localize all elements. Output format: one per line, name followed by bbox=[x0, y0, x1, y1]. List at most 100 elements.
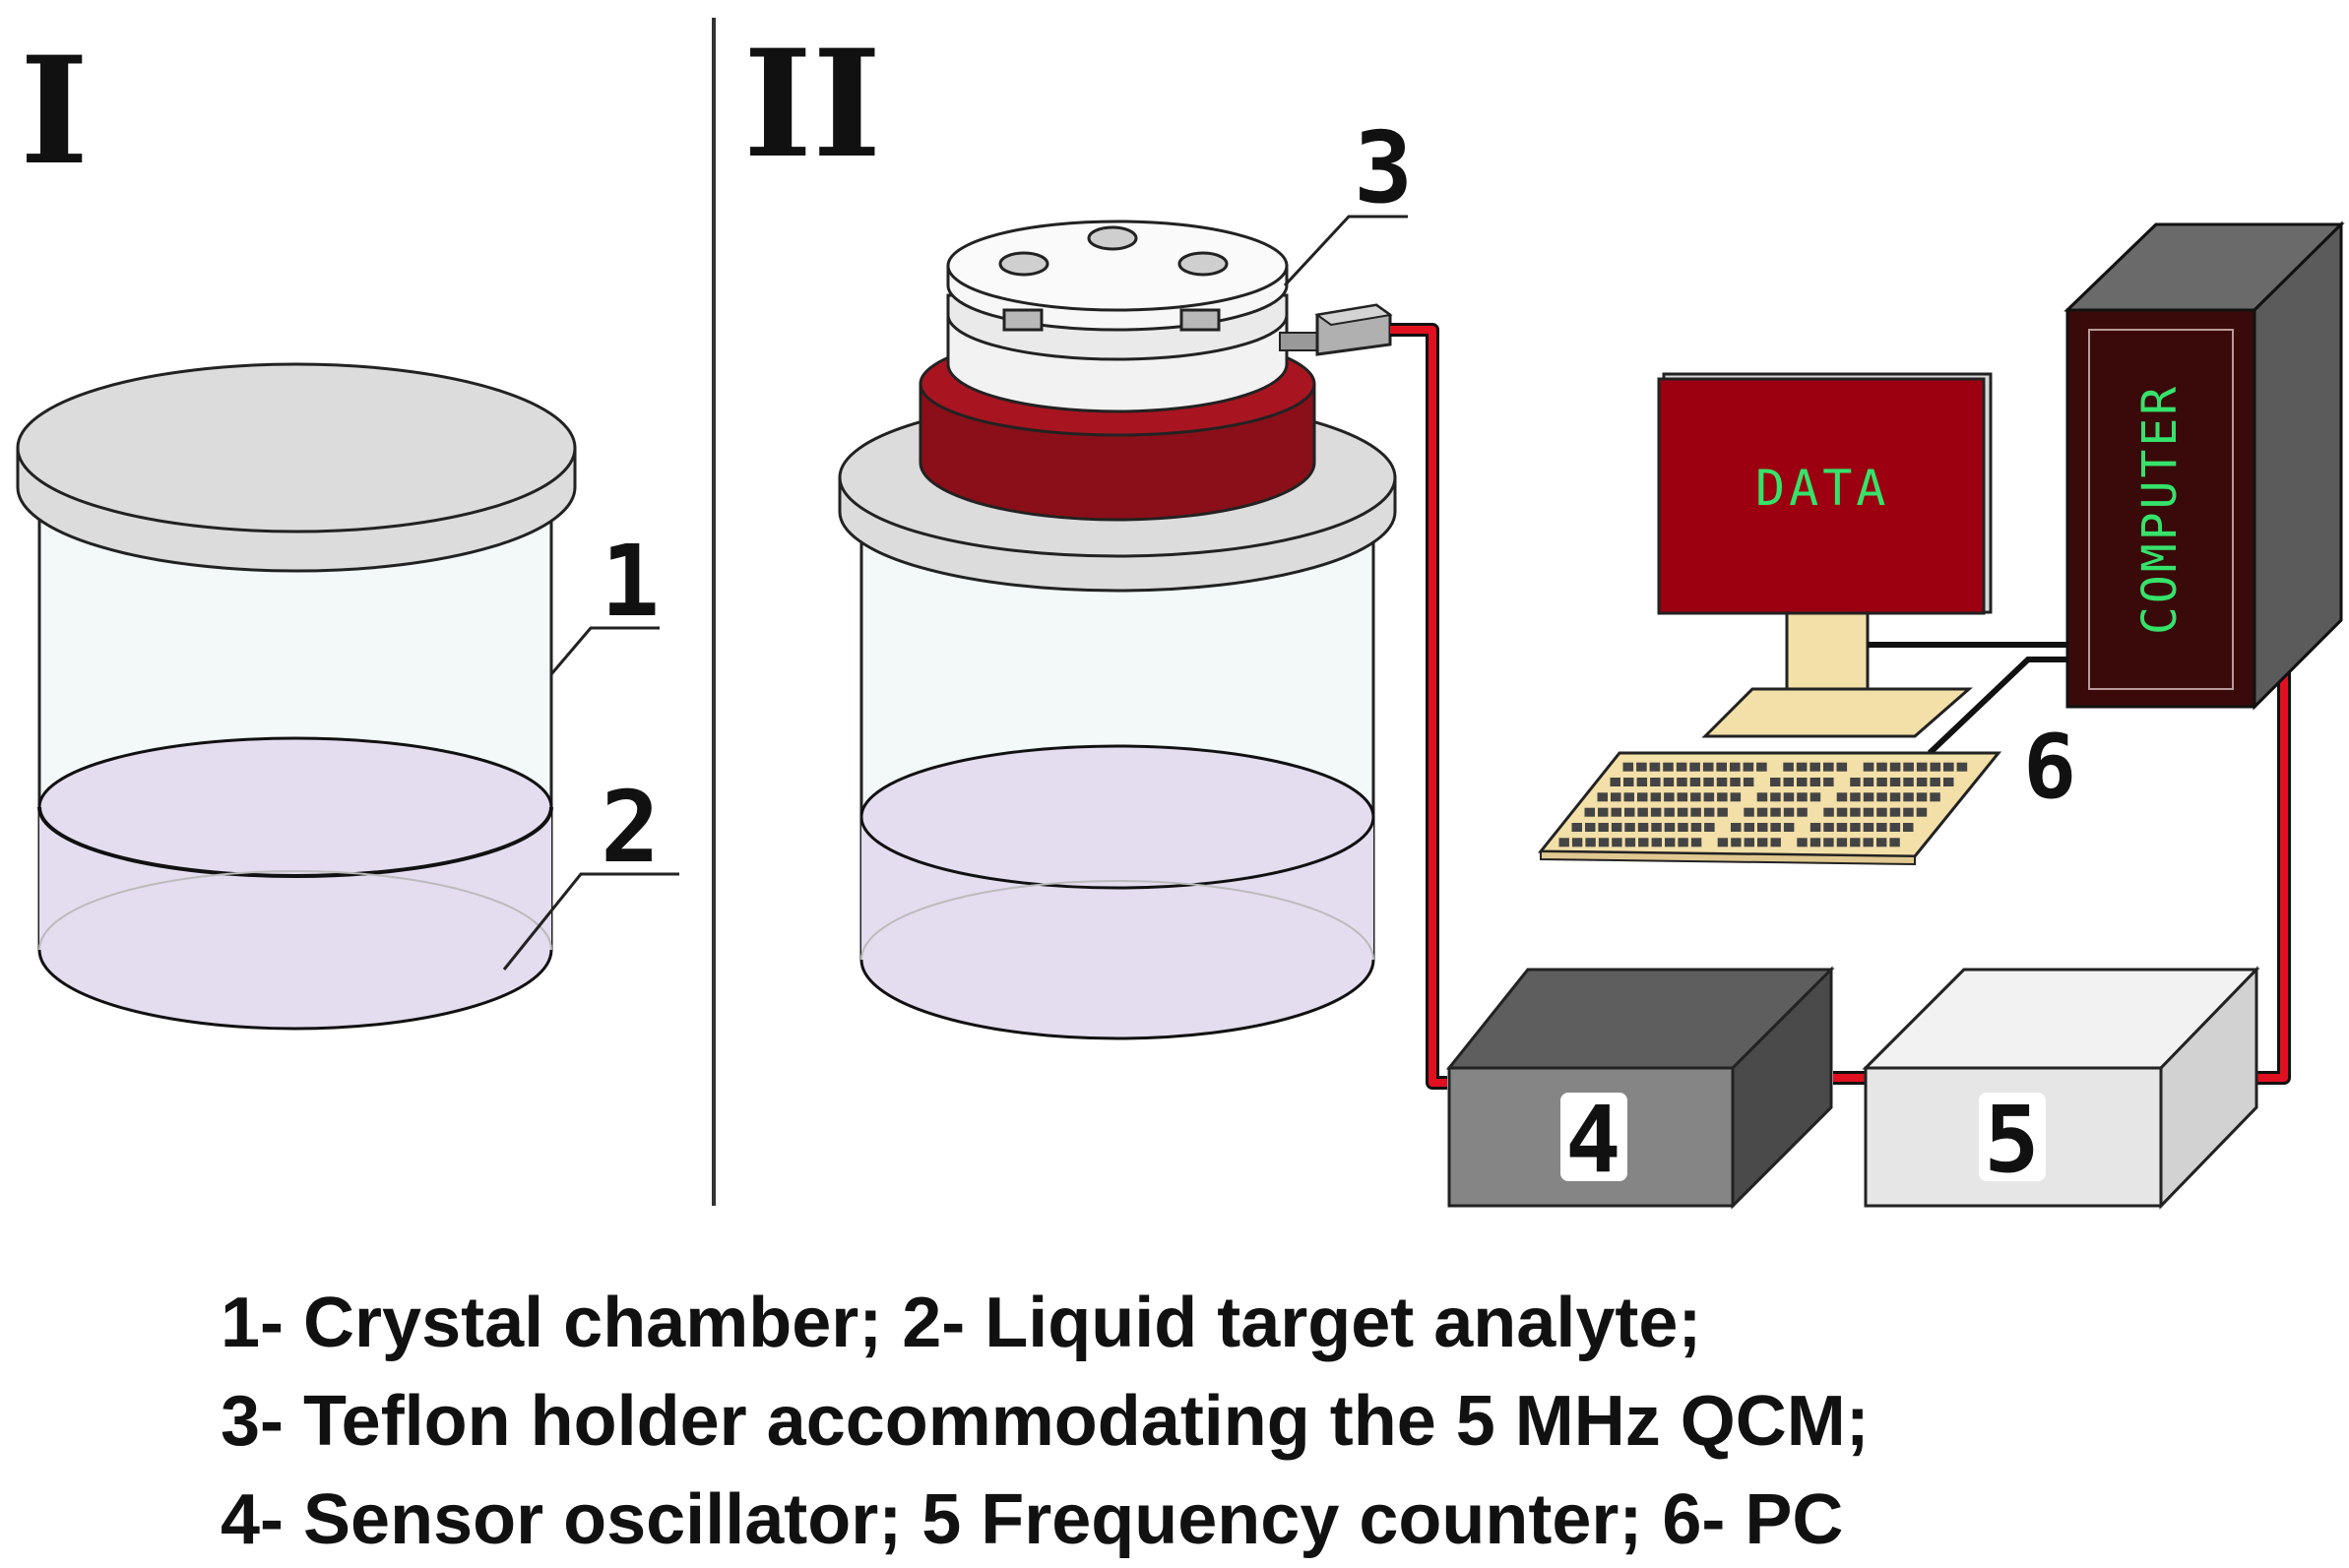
keyboard-key bbox=[1624, 807, 1635, 817]
keyboard-key bbox=[1610, 778, 1620, 786]
lid-left bbox=[16, 362, 577, 573]
keyboard-key bbox=[1690, 792, 1701, 802]
panel-label-ii: II bbox=[743, 18, 881, 191]
keyboard-key bbox=[1876, 778, 1887, 786]
keyboard-key bbox=[1744, 807, 1754, 817]
keyboard-key bbox=[1744, 823, 1754, 832]
keyboard-key bbox=[1836, 762, 1848, 772]
monitor bbox=[1657, 372, 1993, 738]
keyboard-key bbox=[1743, 762, 1754, 772]
caption-line-3: 4- Sensor oscillator; 5 Frequency counte… bbox=[221, 1480, 1844, 1559]
keyboard-key bbox=[1916, 792, 1928, 802]
keyboard-key bbox=[1677, 778, 1687, 786]
keyboard-key bbox=[1863, 778, 1874, 786]
screw-icon bbox=[1177, 251, 1229, 277]
keyboard-key bbox=[1770, 778, 1781, 786]
leader-3 bbox=[1283, 215, 1408, 287]
keyboard-key bbox=[1903, 807, 1914, 817]
keyboard-key bbox=[1716, 778, 1728, 786]
keyboard-key bbox=[1783, 778, 1794, 786]
keyboard-key bbox=[1637, 807, 1648, 817]
keyboard-key bbox=[1665, 838, 1676, 847]
keyboard-key bbox=[1664, 792, 1675, 802]
crystal-chamber-right bbox=[838, 215, 1408, 1040]
label-5: 5 bbox=[1984, 1087, 2040, 1194]
keyboard-key bbox=[1863, 807, 1874, 817]
keyboard-key bbox=[1943, 762, 1954, 772]
keyboard bbox=[1537, 751, 2002, 866]
keyboard-key bbox=[1903, 762, 1914, 772]
keyboard-key bbox=[1730, 778, 1741, 786]
screw-icon bbox=[998, 251, 1049, 277]
keyboard-key bbox=[1664, 807, 1675, 817]
keyboard-key bbox=[1730, 762, 1741, 772]
keyboard-key bbox=[1903, 778, 1914, 786]
label-1: 1 bbox=[601, 524, 660, 639]
keyboard-key bbox=[1744, 838, 1754, 847]
keyboard-key bbox=[1770, 807, 1781, 817]
keyboard-key bbox=[1690, 823, 1702, 832]
keyboard-key bbox=[1850, 778, 1861, 786]
keyboard-key bbox=[1584, 807, 1595, 817]
keyboard-key bbox=[1889, 792, 1901, 802]
keyboard-key bbox=[1797, 807, 1808, 817]
computer-tower bbox=[2063, 220, 2345, 711]
keyboard-key bbox=[1797, 778, 1808, 786]
keyboard-key bbox=[1611, 823, 1622, 832]
monitor-screen-text: DATA bbox=[1755, 460, 1889, 517]
keyboard-key bbox=[1717, 807, 1728, 817]
keyboard-key bbox=[1636, 778, 1648, 786]
keyboard-key bbox=[1585, 823, 1596, 832]
keyboard-key bbox=[1863, 762, 1874, 772]
keyboard-key bbox=[1876, 823, 1887, 832]
keyboard-key bbox=[1836, 807, 1848, 817]
keyboard-key bbox=[1783, 807, 1795, 817]
keyboard-key bbox=[1809, 778, 1821, 786]
keyboard-key bbox=[1731, 838, 1742, 847]
keyboard-key bbox=[1797, 838, 1808, 847]
keyboard-key bbox=[1664, 823, 1676, 832]
keyboard-key bbox=[1650, 778, 1661, 786]
keyboard-key bbox=[1876, 838, 1887, 847]
keyboard-key bbox=[1836, 823, 1848, 832]
keyboard-key bbox=[1649, 762, 1661, 772]
keyboard-key bbox=[1678, 838, 1688, 847]
keyboard-key bbox=[1623, 792, 1634, 802]
keyboard-key bbox=[1876, 807, 1887, 817]
frequency-counter-box bbox=[1862, 966, 2260, 1210]
keyboard-key bbox=[1889, 762, 1901, 772]
keyboard-key bbox=[1571, 838, 1583, 847]
keyboard-key bbox=[1796, 762, 1808, 772]
caption-line-2: 3- Teflon holder accommodating the 5 MHz… bbox=[221, 1382, 1870, 1461]
pc-cables bbox=[1868, 642, 2067, 756]
keyboard-key bbox=[1676, 762, 1687, 772]
keyboard-key bbox=[1943, 778, 1954, 786]
label-2: 2 bbox=[601, 770, 660, 885]
computer-label: COMPUTER bbox=[2132, 384, 2188, 635]
keyboard-key bbox=[1889, 838, 1900, 847]
keyboard-key bbox=[1703, 807, 1715, 817]
keyboard-key bbox=[1770, 823, 1781, 832]
keyboard-key bbox=[1797, 792, 1808, 802]
label-4: 4 bbox=[1565, 1087, 1621, 1194]
teflon-holder bbox=[946, 220, 1289, 413]
sensor-oscillator-box bbox=[1445, 966, 1835, 1210]
keyboard-key bbox=[1756, 792, 1768, 802]
keyboard-key bbox=[1850, 838, 1861, 847]
keyboard-key bbox=[1850, 792, 1861, 802]
keyboard-keys bbox=[1558, 762, 1968, 847]
keyboard-key bbox=[1809, 792, 1821, 802]
keyboard-key bbox=[1677, 807, 1688, 817]
keyboard-key bbox=[1809, 762, 1820, 772]
keyboard-key bbox=[1650, 792, 1662, 802]
keyboard-key bbox=[1558, 838, 1569, 847]
keyboard-key bbox=[1612, 838, 1622, 847]
keyboard-key bbox=[1717, 838, 1729, 847]
keyboard-key bbox=[1956, 762, 1968, 772]
crystal-chamber-left bbox=[16, 362, 679, 1031]
keyboard-key bbox=[1571, 823, 1582, 832]
label-3: 3 bbox=[1354, 110, 1413, 225]
keyboard-key bbox=[1836, 838, 1848, 847]
keyboard-key bbox=[1703, 792, 1715, 802]
